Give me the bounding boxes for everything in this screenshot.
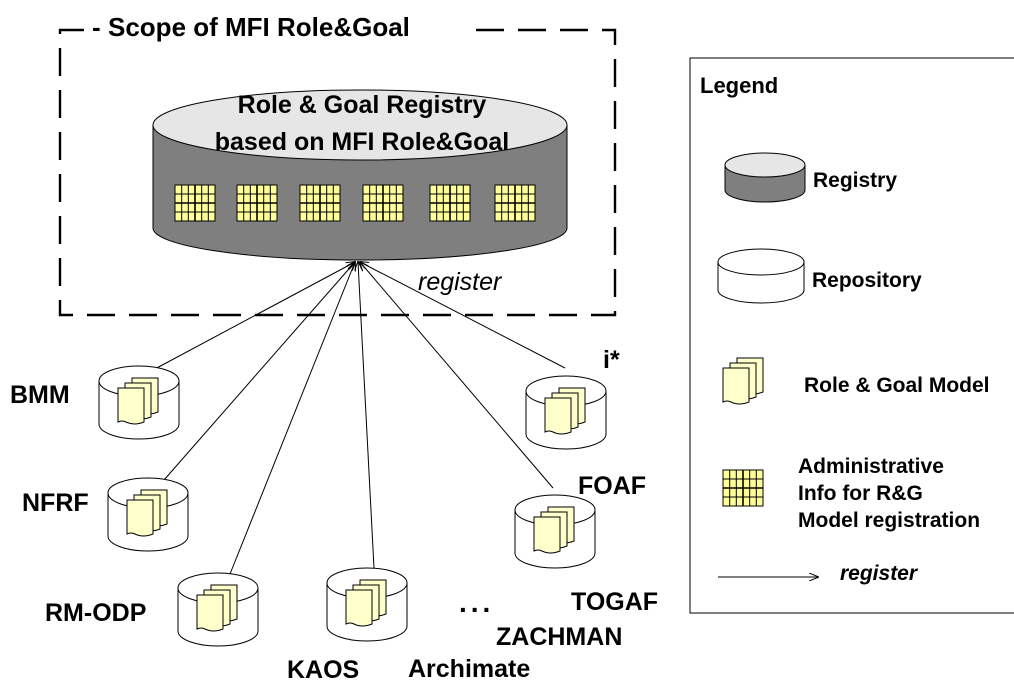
legend-register-label: register (840, 562, 919, 585)
legend-registry-icon (724, 152, 806, 203)
repository-istar-label: i* (603, 346, 620, 374)
scope-dash: - (92, 12, 101, 42)
scope-title: Scope of MFI Role&Goal (108, 12, 410, 42)
register-label: register (418, 268, 503, 296)
archimate-label: Archimate (408, 655, 530, 683)
registry-cylinder (152, 89, 568, 261)
repository-foaf (515, 495, 595, 568)
repository-kaos (327, 568, 407, 641)
legend-admin-line2: Info for R&G (798, 482, 923, 505)
register-arrows (152, 262, 566, 575)
legend-model-label: Role & Goal Model (804, 374, 990, 397)
legend-title: Legend (700, 73, 778, 98)
zachman-label: ZACHMAN (496, 623, 622, 651)
scope-boundary (58, 28, 617, 317)
legend-repository-icon (717, 248, 805, 304)
repository-nfrf (108, 478, 188, 551)
repository-rmodp (178, 573, 258, 646)
legend-admin-line3: Model registration (798, 509, 980, 532)
legend-registry-label: Registry (813, 169, 897, 192)
togaf-label: TOGAF (571, 588, 658, 616)
repository-istar (526, 376, 606, 449)
legend-box (689, 57, 1014, 614)
repository-rmodp-label: RM-ODP (45, 599, 146, 627)
repository-nfrf-label: NFRF (22, 489, 89, 517)
registry-title-line2: based on MFI Role&Goal (215, 128, 509, 156)
repository-bmm (99, 366, 179, 439)
repository-bmm-label: BMM (10, 381, 70, 409)
repository-kaos-label: KAOS (287, 656, 359, 684)
registry-title-line1: Role & Goal Registry (238, 91, 487, 119)
repository-foaf-label: FOAF (578, 472, 646, 500)
legend-admin-icon (722, 469, 764, 507)
legend-admin-line1: Administrative (798, 455, 944, 478)
legend-repository-label: Repository (812, 269, 922, 292)
ellipsis: ... (459, 587, 494, 618)
